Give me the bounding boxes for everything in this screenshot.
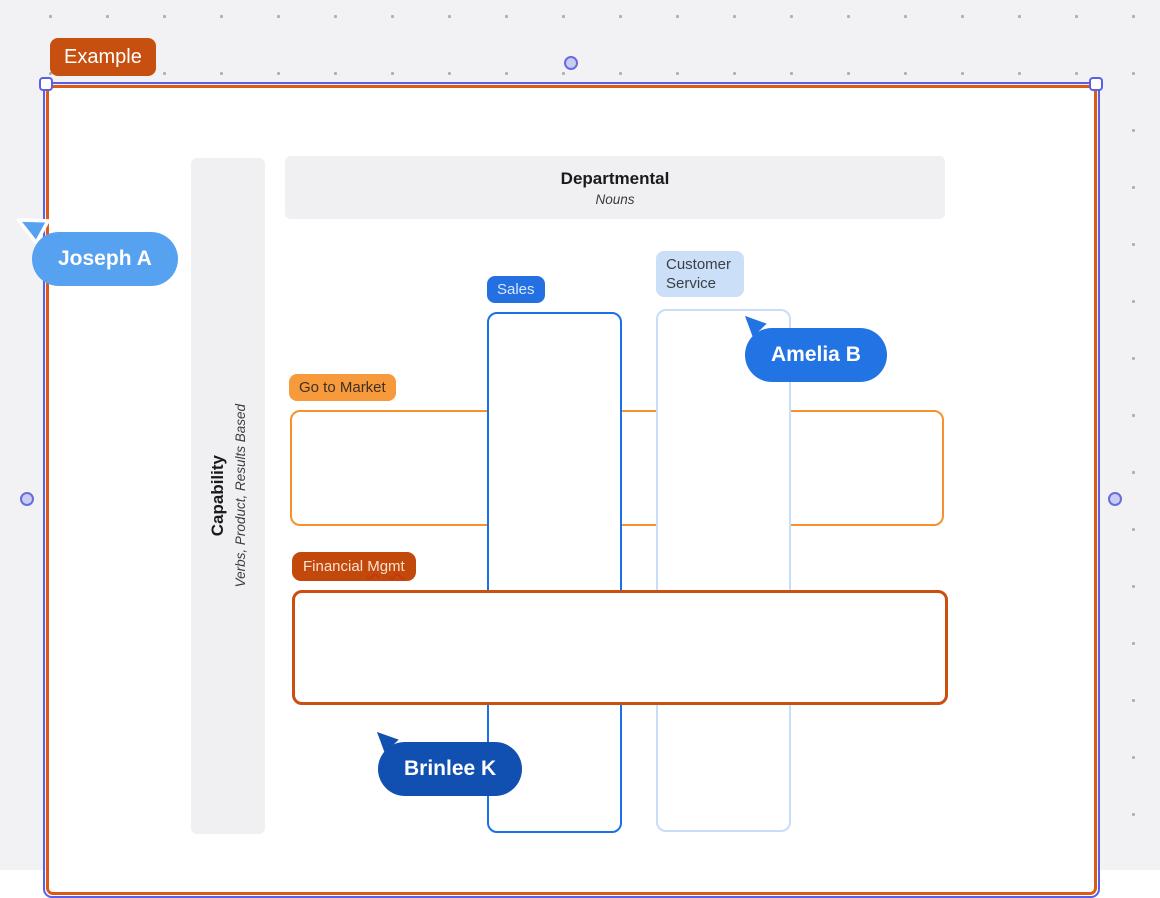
financial-mgmt-row-shape[interactable] [292,590,948,705]
financial-mgmt-tag-misspelled-word: Mgmt [367,558,405,575]
departmental-title: Departmental [560,168,670,188]
departmental-header-panel[interactable]: Departmental Nouns [285,156,945,219]
departmental-subtitle: Nouns [595,191,635,207]
financial-mgmt-tag[interactable]: Financial Mgmt [292,552,416,581]
financial-mgmt-tag-word: Financial [303,558,364,575]
connector-handle-right[interactable] [1108,492,1122,506]
resize-handle-top-right[interactable] [1089,77,1103,91]
collaborator-name-badge: Amelia B [745,328,887,382]
connector-handle-top[interactable] [564,56,578,70]
sales-column-shape[interactable] [487,312,622,833]
sales-tag[interactable]: Sales [487,276,545,303]
resize-handle-top-left[interactable] [39,77,53,91]
collaborator-name-badge: Joseph A [32,232,178,286]
collaborator-name-badge: Brinlee K [378,742,523,796]
frame-title-tag[interactable]: Example [50,38,156,76]
go-to-market-tag[interactable]: Go to Market [289,374,396,401]
customer-service-tag[interactable]: Customer Service [656,251,744,297]
connector-handle-left[interactable] [20,492,34,506]
cursor-arrow-icon [16,218,50,245]
capability-title: Capability [208,455,227,537]
customer-service-column-shape[interactable] [656,309,791,832]
capability-subtitle: Verbs, Product, Results Based [233,404,248,588]
capability-sidebar-panel[interactable]: Capability Verbs, Product, Results Based [191,158,265,834]
